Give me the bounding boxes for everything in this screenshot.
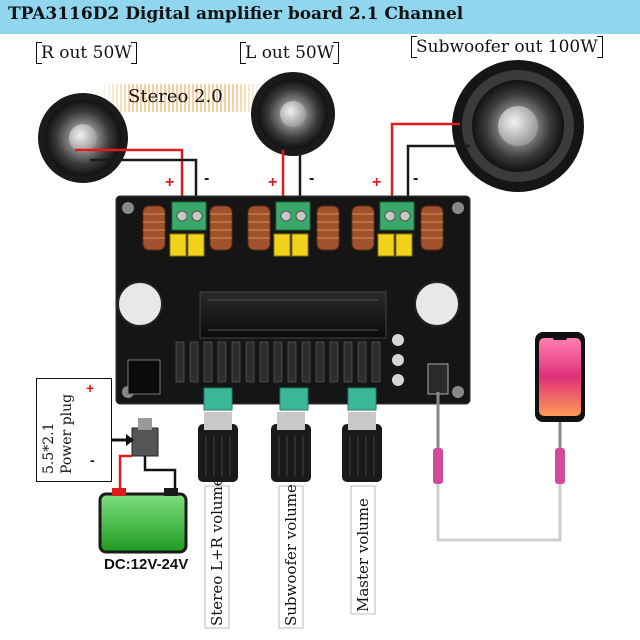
left-minus-sign: - bbox=[309, 170, 315, 187]
amplifier-board bbox=[115, 195, 471, 411]
right-output-label: R out 50W bbox=[36, 42, 137, 64]
page-title: TPA3116D2 Digital amplifier board 2.1 Ch… bbox=[8, 4, 464, 24]
sub-plus-sign: + bbox=[372, 174, 382, 191]
power-plug-size-label: 5.5*2.1 bbox=[41, 422, 57, 474]
subwoofer-speaker-icon bbox=[452, 60, 584, 192]
left-output-label: L out 50W bbox=[240, 42, 340, 64]
phone-icon bbox=[535, 332, 585, 422]
stereo-volume-label: Stereo L+R volume bbox=[208, 477, 226, 626]
subwoofer-volume-knob-icon bbox=[271, 412, 311, 482]
supply-voltage-label: DC:12V-24V bbox=[104, 556, 189, 573]
right-minus-sign: - bbox=[204, 170, 210, 187]
power-plug-label: Power plug bbox=[59, 393, 75, 474]
plug-minus-sign: - bbox=[90, 452, 95, 468]
stereo-wave-graphic bbox=[98, 84, 268, 112]
right-speaker-icon bbox=[38, 93, 128, 183]
right-plus-sign: + bbox=[165, 174, 175, 191]
power-plug-icon bbox=[112, 418, 177, 496]
stereo-label: Stereo 2.0 bbox=[128, 86, 223, 107]
subwoofer-volume-label: Subwoofer volume bbox=[282, 484, 300, 626]
master-volume-knob-icon bbox=[342, 412, 382, 482]
sub-minus-sign: - bbox=[413, 170, 419, 187]
left-speaker-icon bbox=[251, 72, 335, 156]
power-plug-box bbox=[36, 378, 112, 482]
subwoofer-output-label: Subwoofer out 100W bbox=[411, 36, 603, 58]
plug-plus-sign: + bbox=[86, 380, 95, 396]
stereo-volume-knob-icon bbox=[198, 412, 238, 482]
left-plus-sign: + bbox=[268, 174, 278, 191]
title-banner bbox=[0, 0, 640, 34]
master-volume-label: Master volume bbox=[354, 498, 372, 612]
battery-icon bbox=[98, 488, 188, 554]
